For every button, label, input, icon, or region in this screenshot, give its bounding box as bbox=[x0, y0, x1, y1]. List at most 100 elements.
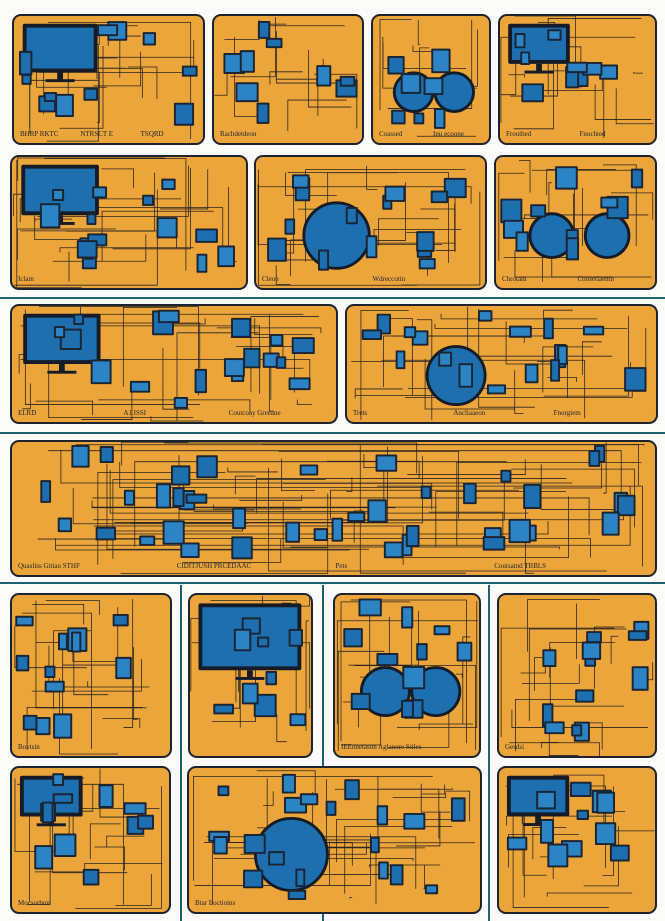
divider-line bbox=[322, 585, 324, 921]
module-screen bbox=[508, 838, 526, 849]
module-screen bbox=[378, 315, 390, 333]
wire bbox=[478, 308, 535, 408]
wire bbox=[522, 664, 580, 684]
wire bbox=[602, 786, 615, 876]
wire bbox=[520, 666, 546, 674]
divider-line bbox=[488, 585, 490, 921]
wire bbox=[366, 165, 378, 190]
module-screen bbox=[415, 114, 423, 123]
wire bbox=[308, 50, 352, 108]
wire bbox=[327, 172, 398, 214]
monitor-stand bbox=[246, 670, 253, 678]
wire bbox=[435, 203, 456, 251]
wire bbox=[418, 723, 473, 730]
module-screen bbox=[259, 22, 269, 37]
module-screen bbox=[440, 353, 451, 365]
diagram-label: Inu ecoone bbox=[433, 130, 464, 138]
module-screen bbox=[267, 39, 281, 47]
wire bbox=[312, 791, 476, 844]
wire bbox=[47, 21, 192, 140]
module-screen bbox=[488, 386, 505, 393]
module-screen bbox=[233, 538, 251, 558]
wire bbox=[19, 198, 181, 223]
module-screen bbox=[315, 530, 327, 540]
module-screen bbox=[602, 198, 617, 207]
module-screen bbox=[196, 370, 206, 392]
wire bbox=[543, 309, 573, 320]
wire bbox=[106, 835, 145, 847]
module-screen bbox=[41, 205, 59, 227]
wire bbox=[164, 442, 418, 473]
wire bbox=[256, 770, 316, 801]
module-screen bbox=[258, 104, 268, 122]
wire bbox=[163, 318, 206, 325]
wire bbox=[193, 776, 433, 881]
module-screen bbox=[293, 339, 313, 353]
wire bbox=[534, 657, 544, 691]
diagram-label: NTRSCT E bbox=[80, 130, 114, 138]
wire bbox=[546, 892, 633, 897]
module-screen bbox=[72, 633, 80, 651]
module-screen bbox=[45, 93, 56, 101]
wire bbox=[230, 17, 276, 78]
module-screen bbox=[407, 526, 418, 546]
wire bbox=[102, 718, 141, 728]
wire bbox=[48, 450, 622, 506]
wire bbox=[528, 628, 627, 721]
wire bbox=[610, 635, 619, 664]
diagram-label: Bovtsin bbox=[18, 743, 40, 751]
monitor-stand bbox=[57, 72, 64, 81]
wire bbox=[123, 599, 134, 728]
wire bbox=[354, 388, 403, 399]
wire bbox=[434, 323, 628, 329]
wire bbox=[23, 67, 143, 99]
module-screen bbox=[584, 327, 603, 334]
wire bbox=[21, 612, 92, 750]
module-screen bbox=[413, 332, 427, 344]
circuit-diagram bbox=[190, 595, 311, 743]
circuit-diagram bbox=[19, 21, 198, 142]
wire bbox=[633, 72, 643, 74]
module-screen bbox=[538, 792, 554, 808]
divider-line bbox=[0, 582, 665, 584]
monitor-base bbox=[45, 79, 75, 83]
wire bbox=[513, 47, 554, 130]
module-screen bbox=[55, 835, 75, 856]
module-screen bbox=[369, 501, 385, 521]
wire bbox=[59, 678, 119, 755]
module-screen bbox=[349, 513, 364, 521]
module-screen bbox=[158, 219, 176, 237]
module-screen bbox=[418, 233, 433, 250]
module-screen bbox=[219, 247, 234, 266]
module-screen bbox=[131, 382, 149, 391]
monitor-stand bbox=[58, 364, 65, 372]
wire bbox=[397, 496, 569, 559]
module-screen bbox=[485, 529, 500, 541]
module-screen bbox=[46, 682, 63, 691]
module-screen bbox=[420, 260, 434, 268]
diagram-label: Pets bbox=[335, 562, 348, 570]
module-screen bbox=[89, 235, 106, 245]
wire bbox=[26, 799, 51, 905]
module-screen bbox=[345, 630, 361, 646]
module-screen bbox=[596, 824, 615, 844]
wire bbox=[546, 169, 617, 195]
module-screen bbox=[241, 52, 253, 71]
module-screen bbox=[36, 847, 52, 868]
wire bbox=[615, 88, 654, 125]
module-screen bbox=[571, 783, 590, 796]
wire bbox=[603, 442, 607, 494]
wire bbox=[396, 601, 478, 729]
module-screen bbox=[57, 95, 72, 116]
wire bbox=[353, 510, 365, 543]
wire bbox=[114, 446, 388, 523]
module-screen bbox=[283, 775, 294, 792]
module-screen bbox=[163, 180, 174, 189]
wire bbox=[417, 20, 420, 45]
diagram-label: TSQRD bbox=[140, 130, 164, 138]
module-screen bbox=[532, 206, 545, 216]
gauge-icon bbox=[253, 816, 329, 892]
